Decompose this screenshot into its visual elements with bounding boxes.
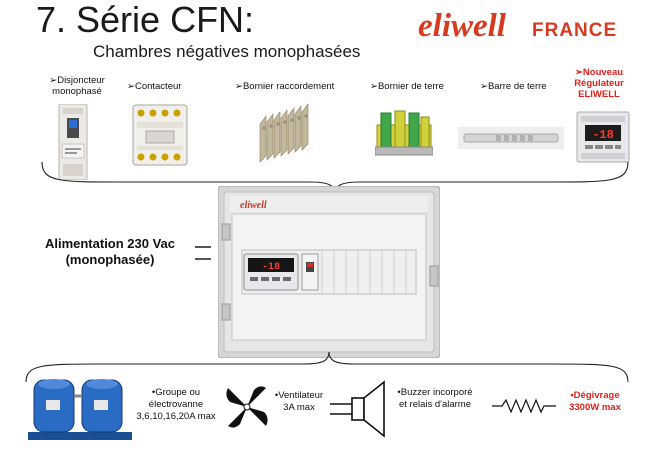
- contacteur-image: [132, 104, 188, 166]
- label-disjoncteur-line2: monophasé: [52, 86, 102, 97]
- power-lines-icon: [195, 246, 211, 260]
- output-degivrage-label: •Dégivrage 3300W max: [556, 390, 634, 414]
- output-degivrage-line1: •Dégivrage: [570, 390, 620, 401]
- output-ventilateur-label: •Ventilateur 3A max: [270, 390, 328, 414]
- buzzer-icon: [330, 380, 385, 438]
- output-groupe-line1: •Groupe ou: [151, 387, 201, 398]
- cabinet-image: eliwell -18: [218, 186, 440, 358]
- output-groupe-line3: 3,6,10,16,20A max: [136, 411, 216, 422]
- page-title: 7. Série CFN:: [36, 0, 255, 40]
- bornier-raccordement-image: [259, 103, 309, 163]
- alimentation-line2: (monophasée): [65, 252, 155, 267]
- label-regulateur-line3: ELIWELL: [578, 89, 620, 100]
- output-degivrage-line2: 3300W max: [569, 402, 621, 413]
- output-groupe-label: •Groupe ou électrovanne 3,6,10,16,20A ma…: [126, 387, 226, 423]
- resistor-icon: [492, 398, 556, 414]
- bottom-brace: [25, 351, 629, 383]
- output-buzzer-line2: et relais d'alarme: [398, 399, 472, 410]
- svg-text:-18: -18: [592, 128, 614, 142]
- label-regulateur-line2: Régulateur: [574, 78, 624, 89]
- fan-icon: [226, 386, 268, 428]
- compressor-image: [28, 379, 132, 440]
- disjoncteur-image: [58, 104, 88, 180]
- regulateur-image: -18: [576, 111, 630, 163]
- page-subtitle: Chambres négatives monophasées: [93, 42, 361, 61]
- label-nouveau-regulateur: ➢Nouveau Régulateur ELIWELL: [564, 67, 634, 100]
- output-buzzer-line1: •Buzzer incorporé: [397, 387, 473, 398]
- label-bornier-terre: ➢Bornier de terre: [370, 81, 444, 92]
- logo-main-text: eliwell: [418, 8, 507, 44]
- output-groupe-line2: électrovanne: [148, 399, 204, 410]
- barre-terre-image: [458, 127, 564, 149]
- cabinet-controller-display: -18: [262, 262, 280, 273]
- eliwell-france-logo: eliwell FRANCE: [418, 8, 617, 44]
- output-ventilateur-line2: 3A max: [283, 402, 315, 413]
- label-bornier-raccordement: ➢Bornier raccordement: [235, 81, 335, 92]
- label-barre-terre: ➢Barre de terre: [480, 81, 547, 92]
- output-buzzer-label: •Buzzer incorporé et relais d'alarme: [384, 387, 486, 411]
- output-ventilateur-line1: •Ventilateur: [274, 390, 324, 401]
- label-disjoncteur: ➢Disjoncteur monophasé: [46, 75, 108, 97]
- logo-sub-text: FRANCE: [532, 20, 617, 41]
- alimentation-label: Alimentation 230 Vac (monophasée): [30, 236, 190, 268]
- alimentation-line1: Alimentation 230 Vac: [44, 236, 176, 251]
- label-disjoncteur-line1: ➢Disjoncteur: [49, 75, 105, 86]
- label-contacteur: ➢Contacteur: [127, 81, 182, 92]
- label-regulateur-line1: ➢Nouveau: [574, 67, 624, 78]
- cabinet-brand: eliwell: [240, 200, 267, 211]
- bornier-terre-image: [375, 110, 433, 156]
